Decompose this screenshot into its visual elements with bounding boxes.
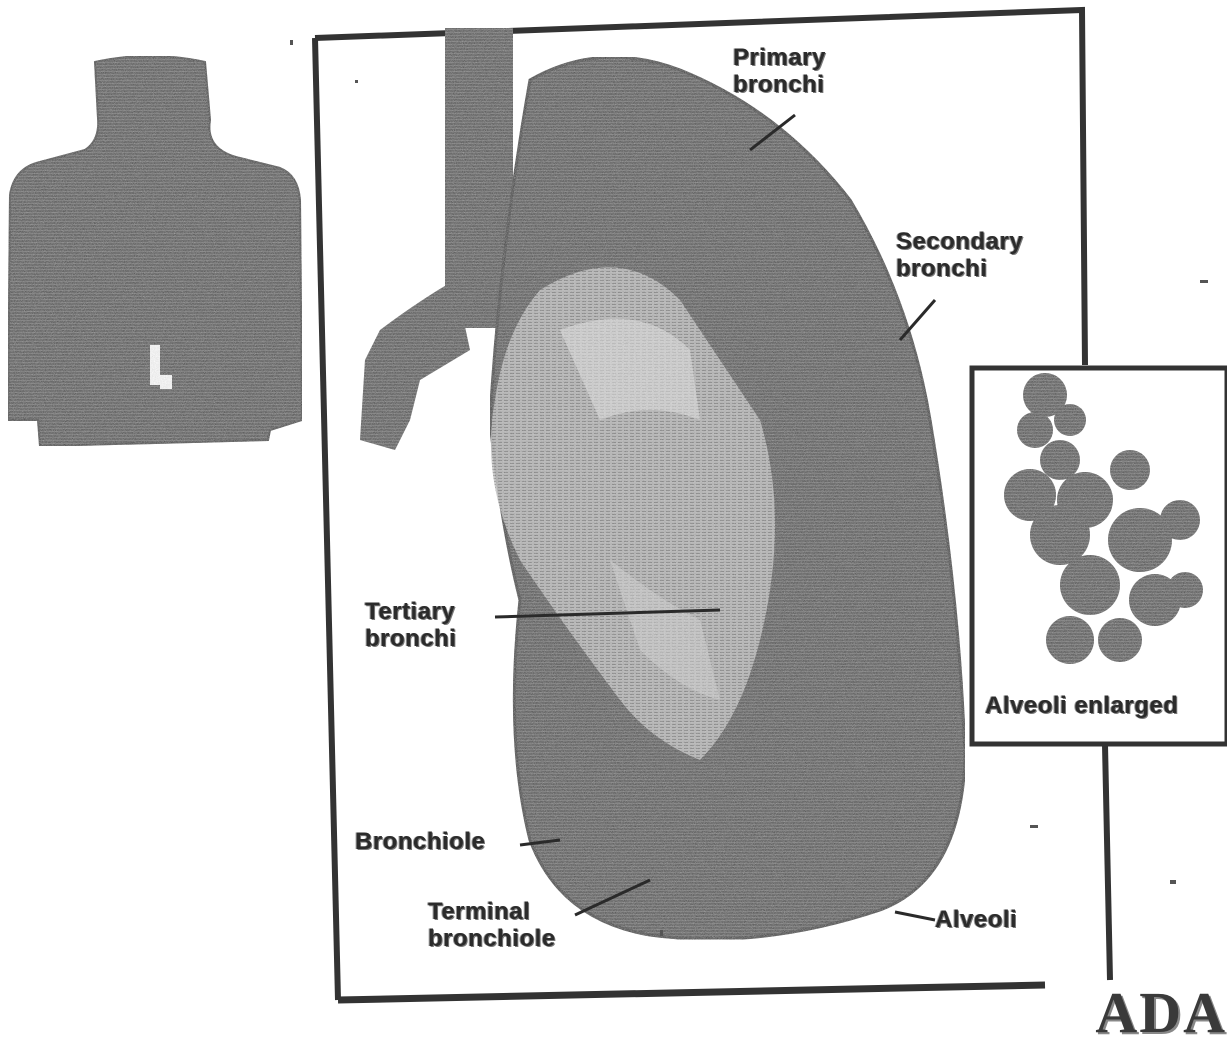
label-tertiary-bronchi: Tertiary bronchi	[365, 598, 457, 652]
label-secondary-bronchi: Secondary bronchi	[896, 228, 1023, 282]
leader-alveoli	[895, 912, 935, 920]
label-terminal-bronchiole: Terminal bronchiole	[428, 898, 556, 952]
torso-silhouette-icon	[8, 56, 302, 446]
label-alveoli: Alveoli	[935, 906, 1017, 933]
trachea-illustration	[360, 28, 513, 450]
label-bronchiole: Bronchiole	[355, 828, 485, 855]
label-primary-bronchi: Primary bronchi	[733, 44, 826, 98]
lung-illustration	[490, 57, 965, 939]
alveoli-inset-panel	[972, 368, 1227, 744]
label-alveoli-enlarged: Alveoli enlarged	[985, 692, 1225, 719]
brand-logo-text: ADA	[1095, 985, 1227, 1041]
